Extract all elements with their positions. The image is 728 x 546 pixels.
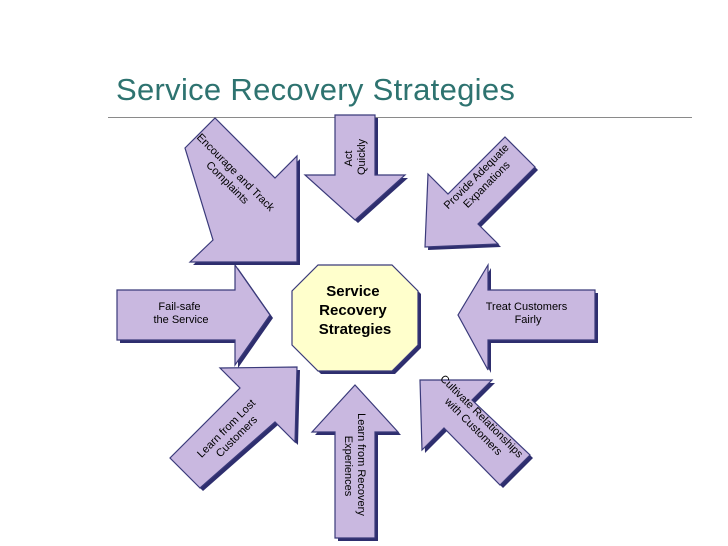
center-label-line-1: Service <box>326 283 379 300</box>
arrow-learn-from-recovery-line-2: Experiences <box>342 436 354 497</box>
arrow-learn-from-recovery-line-1: Learn from Recovery <box>355 413 367 516</box>
arrow-treat-customers-fairly-shape <box>457 262 596 371</box>
arrow-fail-safe-service-shape <box>116 263 271 367</box>
title-divider <box>108 117 692 118</box>
center-octagon: Service Recovery Strategies <box>291 264 421 374</box>
center-label: Service Recovery Strategies <box>319 283 392 338</box>
arrow-encourage-and-track-complaints: Encourage and Track Complaints <box>184 117 300 265</box>
arrow-learn-from-lost-customers: Learn from Lost Customers <box>169 366 300 491</box>
arrow-act-quickly-line-1: Act <box>343 151 355 167</box>
arrow-act-quickly-label: Act Quickly <box>343 138 368 175</box>
arrow-learn-from-recovery-shape <box>310 384 400 539</box>
arrow-act-quickly-shape <box>303 114 407 221</box>
center-label-line-2: Recovery <box>319 302 387 319</box>
arrow-treat-customers-fairly-line-1: Treat Customers <box>486 301 568 313</box>
arrow-treat-customers-fairly: Treat Customers Fairly <box>457 262 598 373</box>
arrow-act-quickly-line-2: Quickly <box>356 138 368 175</box>
arrow-cultivate-relationships-shape <box>419 379 531 486</box>
arrow-learn-from-recovery-label: Learn from Recovery Experiences <box>342 413 367 519</box>
arrow-learn-from-recovery: Learn from Recovery Experiences <box>310 384 401 541</box>
arrow-treat-customers-fairly-label: Treat Customers Fairly <box>486 301 571 326</box>
arrow-treat-customers-fairly-line-2: Fairly <box>515 314 542 326</box>
arrow-act-quickly: Act Quickly <box>303 114 408 223</box>
arrow-provide-adequate-explanations-shape <box>424 136 536 248</box>
page-title: Service Recovery Strategies <box>116 72 516 107</box>
center-octagon-shape <box>291 264 419 372</box>
arrow-cultivate-relationships: Cultivate Relationships with Customers <box>419 373 533 488</box>
arrow-fail-safe-service-line-2: the Service <box>153 314 208 326</box>
arrow-fail-safe-service-line-1: Fail-safe <box>158 301 200 313</box>
arrow-fail-safe-service-label: Fail-safe the Service <box>153 301 208 326</box>
center-label-line-3: Strategies <box>319 321 392 338</box>
arrow-learn-from-lost-customers-shape <box>169 366 298 489</box>
arrow-fail-safe-service: Fail-safe the Service <box>116 263 273 368</box>
arrow-encourage-and-track-complaints-shape <box>184 117 298 263</box>
arrow-provide-adequate-explanations: Provide Adequate Expanations <box>424 136 538 250</box>
